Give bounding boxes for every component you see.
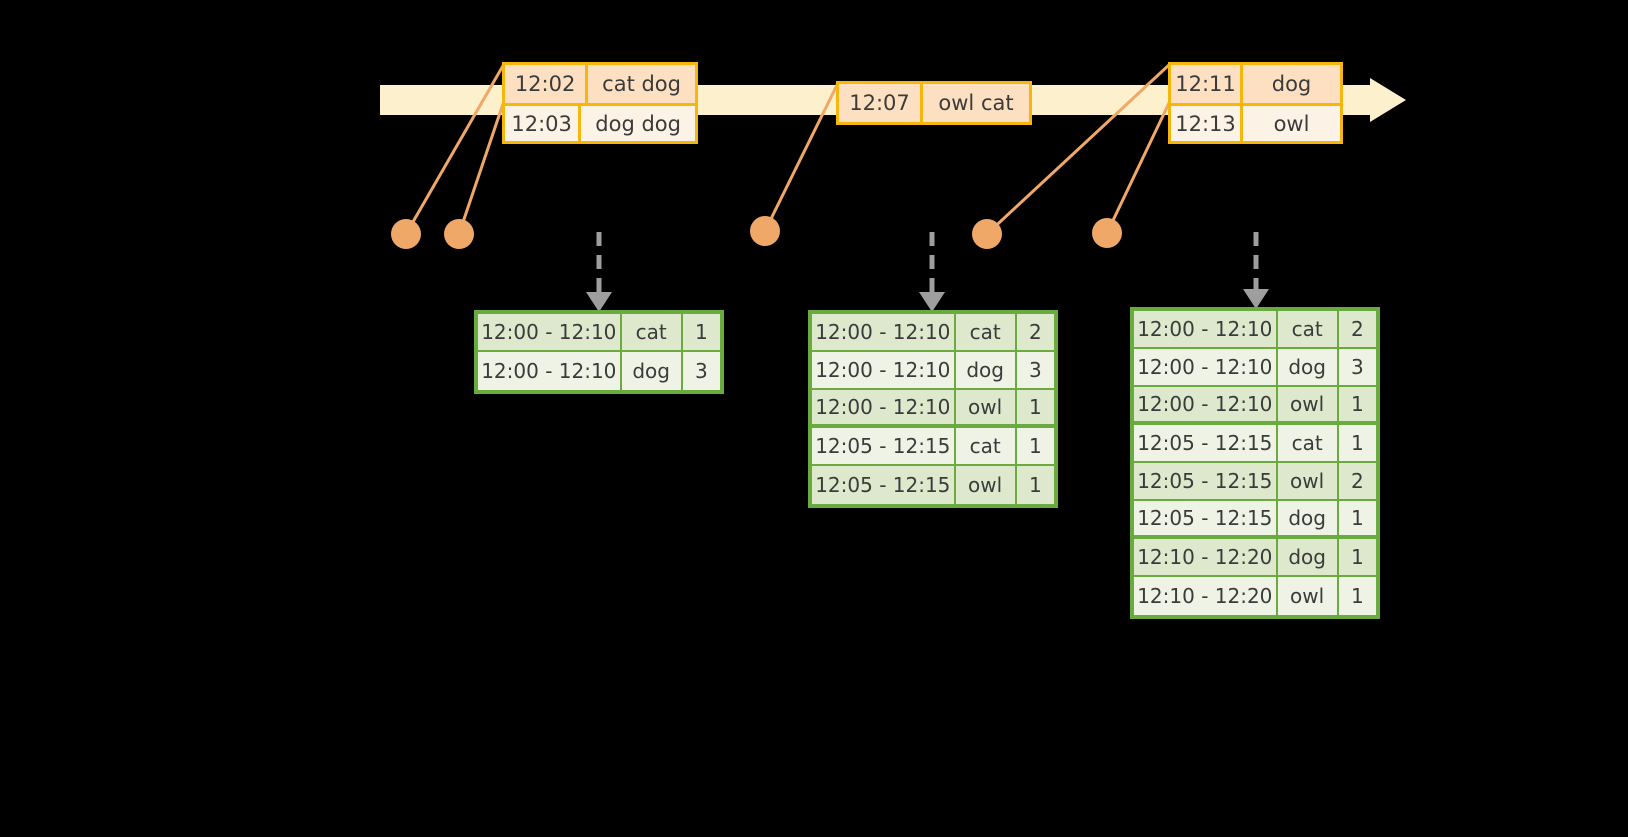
cell-word: owl bbox=[955, 390, 1017, 424]
connector-line-1213 bbox=[1105, 100, 1172, 234]
cell-count: 1 bbox=[682, 314, 721, 350]
cell-word: owl bbox=[1277, 463, 1339, 499]
event-row: 12:02 cat dog bbox=[505, 65, 695, 103]
cell-window: 12:00 - 12:10 bbox=[478, 352, 622, 390]
cell-word: cat bbox=[1277, 311, 1339, 347]
event-row: 12:13 owl bbox=[1171, 103, 1340, 141]
cell-window: 12:00 - 12:10 bbox=[1134, 349, 1278, 385]
connector-line-1203 bbox=[457, 100, 506, 235]
event-time: 12:02 bbox=[505, 65, 589, 103]
event-row: 12:07 owl cat bbox=[839, 84, 1029, 122]
cell-window: 12:00 - 12:10 bbox=[1134, 387, 1278, 421]
dashed-arrow-head-1 bbox=[586, 292, 612, 312]
cell-word: dog bbox=[1277, 501, 1339, 535]
cell-word: dog bbox=[1277, 349, 1339, 385]
cell-word: cat bbox=[621, 314, 683, 350]
cell-window: 12:00 - 12:10 bbox=[812, 390, 956, 424]
event-words: cat dog bbox=[588, 65, 695, 103]
connector-dot-1203 bbox=[444, 219, 474, 249]
event-words: dog bbox=[1243, 65, 1340, 103]
cell-count: 1 bbox=[1338, 425, 1377, 461]
event-time: 12:11 bbox=[1171, 65, 1243, 103]
cell-word: cat bbox=[955, 314, 1017, 350]
cell-count: 1 bbox=[1016, 466, 1055, 504]
cell-word: cat bbox=[955, 428, 1017, 464]
event-box-1[interactable]: 12:02 cat dog 12:03 dog dog bbox=[502, 62, 698, 144]
event-row: 12:11 dog bbox=[1171, 65, 1340, 103]
connector-dot-1213 bbox=[1092, 218, 1122, 248]
cell-count: 2 bbox=[1016, 314, 1055, 350]
event-box-2[interactable]: 12:07 owl cat bbox=[836, 81, 1032, 125]
cell-count: 1 bbox=[1338, 501, 1377, 535]
cell-word: dog bbox=[1277, 539, 1339, 575]
cell-window: 12:00 - 12:10 bbox=[478, 314, 622, 350]
cell-count: 1 bbox=[1338, 387, 1377, 421]
cell-window: 12:10 - 12:20 bbox=[1134, 577, 1278, 615]
cell-count: 3 bbox=[1016, 352, 1055, 388]
cell-word: dog bbox=[955, 352, 1017, 388]
timeline-arrowhead-icon bbox=[1370, 78, 1406, 122]
cell-word: cat bbox=[1277, 425, 1339, 461]
cell-window: 12:00 - 12:10 bbox=[1134, 311, 1278, 347]
cell-count: 2 bbox=[1338, 311, 1377, 347]
cell-window: 12:00 - 12:10 bbox=[812, 314, 956, 350]
event-time: 12:13 bbox=[1171, 106, 1243, 141]
cell-window: 12:00 - 12:10 bbox=[812, 352, 956, 388]
cell-word: owl bbox=[955, 466, 1017, 504]
cell-word: owl bbox=[1277, 387, 1339, 421]
cell-window: 12:05 - 12:15 bbox=[1134, 501, 1278, 535]
cell-window: 12:05 - 12:15 bbox=[812, 428, 956, 464]
cell-count: 1 bbox=[1338, 539, 1377, 575]
cell-word: dog bbox=[621, 352, 683, 390]
cell-count: 1 bbox=[1016, 428, 1055, 464]
cell-count: 1 bbox=[1016, 390, 1055, 424]
connector-dot-1211 bbox=[972, 219, 1002, 249]
cell-window: 12:10 - 12:20 bbox=[1134, 539, 1278, 575]
event-words: owl cat bbox=[923, 84, 1029, 122]
cell-word: owl bbox=[1277, 577, 1339, 615]
event-box-3[interactable]: 12:11 dog 12:13 owl bbox=[1168, 62, 1343, 144]
cell-window: 12:05 - 12:15 bbox=[812, 466, 956, 504]
cell-count: 3 bbox=[1338, 349, 1377, 385]
connector-dot-1202 bbox=[391, 219, 421, 249]
connector-dot-1207 bbox=[750, 216, 780, 246]
dashed-arrow-head-3 bbox=[1243, 289, 1269, 309]
cell-count: 2 bbox=[1338, 463, 1377, 499]
event-words: dog dog bbox=[581, 106, 695, 141]
cell-window: 12:05 - 12:15 bbox=[1134, 463, 1278, 499]
cell-window: 12:05 - 12:15 bbox=[1134, 425, 1278, 461]
cell-count: 1 bbox=[1338, 577, 1377, 615]
event-row: 12:03 dog dog bbox=[505, 103, 695, 141]
cell-count: 3 bbox=[682, 352, 721, 390]
event-words: owl bbox=[1243, 106, 1340, 141]
event-time: 12:03 bbox=[505, 106, 582, 141]
dashed-arrow-head-2 bbox=[919, 292, 945, 312]
event-time: 12:07 bbox=[839, 84, 923, 122]
